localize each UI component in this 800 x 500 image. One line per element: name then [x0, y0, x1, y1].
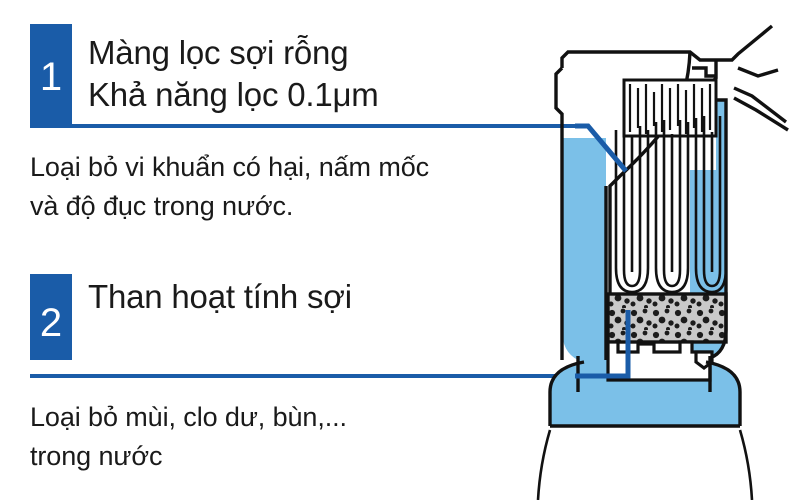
feature-1-headline-line-1: Màng lọc sợi rỗng [88, 34, 349, 72]
feature-1-headline-row: 1 Màng lọc sợi rỗng Khả năng lọc 0.1μm [0, 24, 600, 124]
nozzle-lower-arm [733, 86, 788, 124]
feature-2-number: 2 [39, 301, 63, 345]
hollow-fiber-membrane-bundle [614, 116, 728, 294]
feature-1-headline-line-2: Khả năng lọc 0.1μm [88, 76, 379, 113]
inner-right-wall [709, 118, 728, 360]
feature-2-number-badge: 2 [30, 274, 72, 360]
feature-2-description-line-1: Loại bỏ mùi, clo dư, bùn,... [30, 402, 347, 432]
feature-block-1: 1 Màng lọc sợi rỗng Khả năng lọc 0.1μm [0, 24, 600, 124]
feature-2-headline: Than hoạt tính sợi [72, 274, 600, 360]
carbon-block-body [606, 292, 728, 344]
feature-1-description-line-2: và độ đục trong nước. [30, 191, 294, 222]
fiber-bundle-top-potting [622, 78, 718, 138]
feature-block-2: 2 Than hoạt tính sợi [0, 274, 600, 360]
feature-1-description-line-1: Loại bỏ vi khuẩn có hại, nấm mốc [30, 152, 430, 182]
feature-1-divider-rule [30, 124, 583, 128]
text-column: 1 Màng lọc sợi rỗng Khả năng lọc 0.1μm L… [0, 24, 600, 476]
feature-2-divider-rule [30, 374, 583, 378]
feature-2-description-line-2: trong nước [30, 441, 163, 472]
nozzle-upper-arm-lower [737, 66, 779, 78]
feature-1-description: Loại bỏ vi khuẩn có hại, nấm mốc và độ đ… [30, 148, 570, 226]
outlet-nozzle [692, 24, 789, 132]
feature-2-headline-row: 2 Than hoạt tính sợi [0, 274, 600, 360]
feature-1-number: 1 [39, 55, 63, 99]
nozzle-lower-arm2 [733, 96, 789, 132]
housing-top-cap [560, 50, 716, 68]
feature-1-headline: Màng lọc sợi rỗng Khả năng lọc 0.1μm [72, 24, 600, 124]
nozzle-step [692, 66, 716, 78]
fibrous-activated-carbon-block [606, 292, 728, 344]
feature-2-description: Loại bỏ mùi, clo dư, bùn,... trong nước [30, 398, 570, 476]
feature-2-headline-line-1: Than hoạt tính sợi [88, 278, 352, 315]
feature-1-number-badge: 1 [30, 24, 72, 124]
water-left-channel [562, 138, 606, 360]
housing-left-wall [554, 66, 564, 360]
pitcher-body-outline [536, 429, 754, 500]
purifier-cross-section-diagram [520, 0, 800, 500]
potting-hatch [628, 84, 712, 134]
nozzle-upper-arm [716, 24, 774, 62]
